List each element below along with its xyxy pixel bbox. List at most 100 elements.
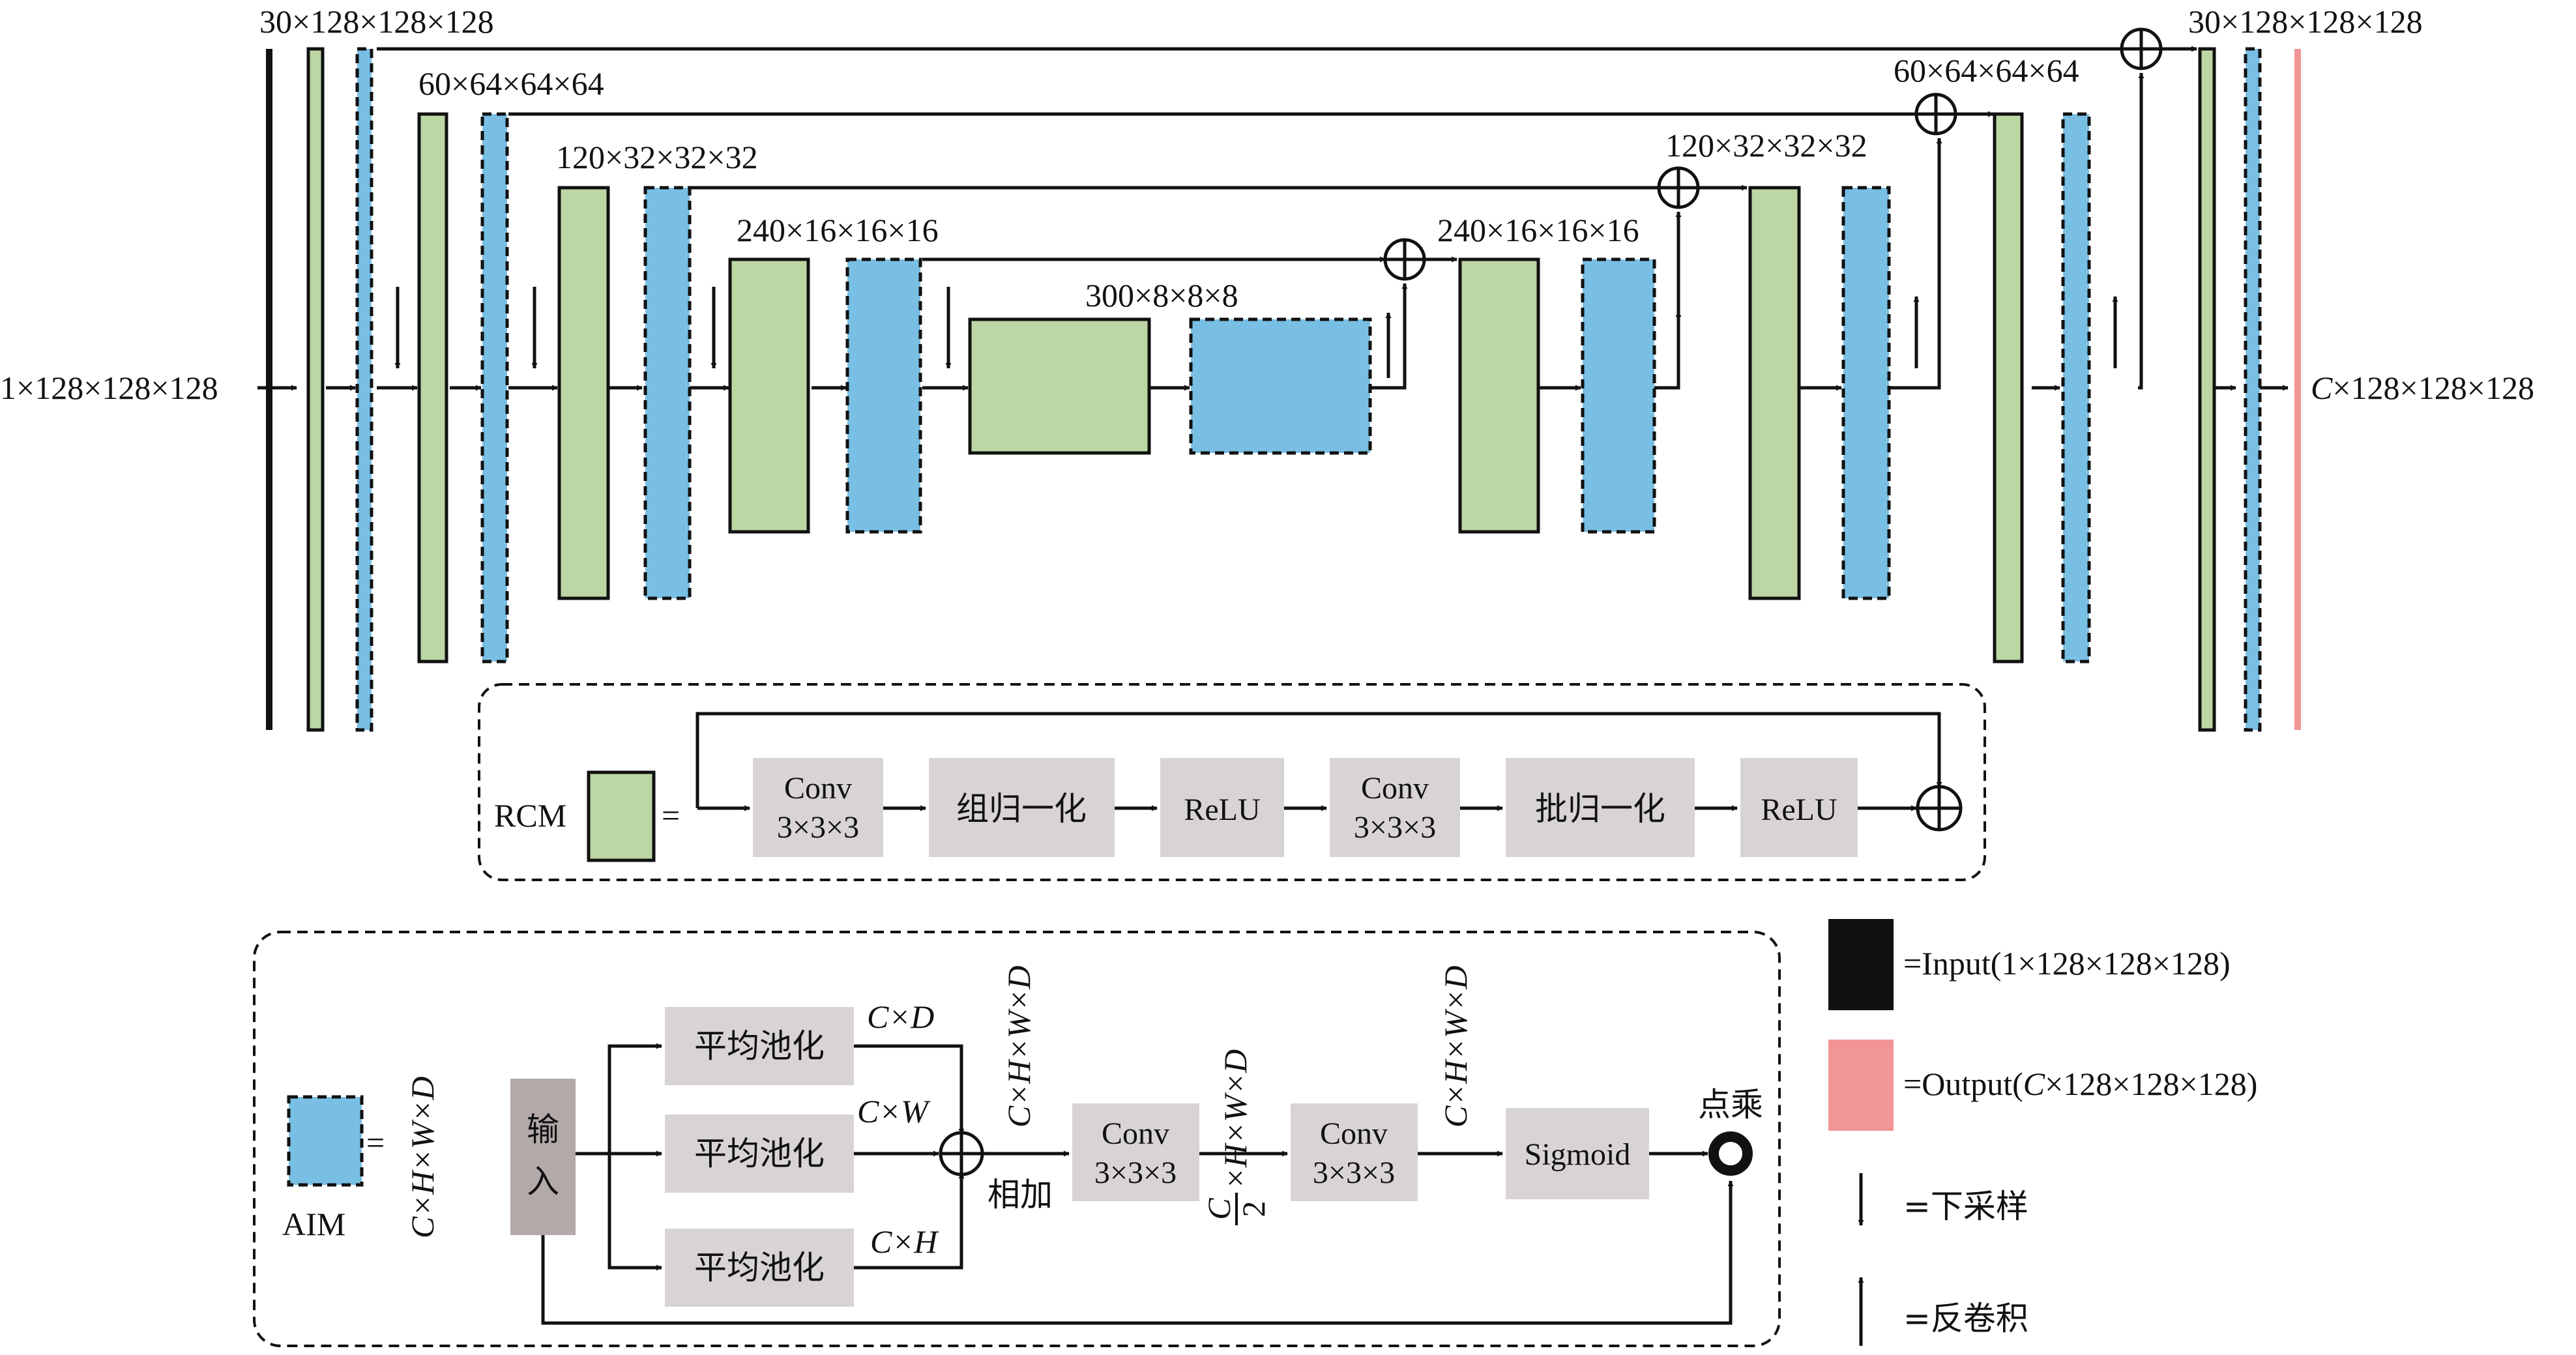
dec1-rcm [2198,47,2216,732]
dec3-aim [1841,186,1891,600]
aim-pool-3-label: 平均池化 [694,1249,825,1287]
rcm-step-conv2-line2: 3×3×3 [1354,810,1436,845]
aim-pool-out-3: C×H [870,1223,939,1260]
input-dim-label: 1×128×128×128 [0,370,218,406]
dec2-rcm [1993,112,2024,663]
rcm-step-conv2 [1330,758,1460,857]
aim-input-box [510,1079,576,1235]
aim-mid-dim-label: C 2 ×H×W×D [1201,1049,1272,1225]
aim-mid-dim-rest: ×H×W×D [1217,1049,1253,1189]
rcm-step-relu2 [1740,758,1858,857]
plus-circle-icon [1383,238,1426,281]
aim-conv-2-line1: Conv [1320,1116,1388,1151]
enc1-aim [355,47,373,732]
dec4-aim [1581,257,1656,534]
aim-input-label-1: 输 [527,1111,559,1148]
upsample-arrows [1385,296,2118,378]
aim-mid-dim-den: 2 [1235,1201,1272,1217]
dec1-aim [2244,47,2262,732]
enc2-aim [480,112,509,663]
input-bar [266,49,272,730]
aim-legend-swatch [287,1095,364,1187]
aim-dim-after-conv2: C×H×W×D [1437,966,1474,1128]
enc2-dim-label: 60×64×64×64 [418,65,604,102]
downsample-arrows [394,287,952,369]
dec3-rcm [1748,186,1801,600]
enc1-dim-label: 30×128×128×128 [259,3,494,40]
legend-down-text: =下采样 [1903,1187,2028,1225]
rcm-step-groupnorm-label: 组归一化 [956,790,1087,828]
rcm-step-groupnorm [929,758,1115,857]
aim-conv-1-line1: Conv [1102,1116,1169,1151]
enc3-aim [643,186,692,600]
legend-output-swatch [1828,1040,1894,1131]
aim-dim-label: C×H×W×D [404,1077,441,1238]
aim-pool-1 [665,1007,854,1085]
bottleneck-rcm [968,317,1151,455]
aim-frame [253,931,1781,1347]
aim-pool-3 [665,1229,854,1307]
rcm-step-relu2-label: ReLU [1761,793,1837,827]
plus-circle-icon [2120,27,2163,70]
aim-conv-1-line2: 3×3×3 [1094,1156,1177,1190]
rcm-name: RCM [494,797,566,834]
dec2-aim [2061,112,2091,663]
bottleneck-aim [1189,317,1372,455]
bottleneck-dim-label: 300×8×8×8 [1085,277,1238,313]
rcm-step-conv1-line1: Conv [784,771,852,806]
aim-panel: AIM = C×H×W×D 输 入 平均池化 平均池化 平均池化 C×D C×W… [253,931,1781,1347]
dec4-rcm [1458,257,1540,534]
legend-up-text: =反卷积 [1903,1300,2028,1337]
aim-input-label-2: 入 [527,1163,559,1201]
aim-sigmoid [1506,1108,1649,1199]
legend-input-text: =Input(1×128×128×128) [1903,945,2231,982]
aim-pool-2 [665,1115,854,1193]
aim-product-label: 点乘 [1698,1086,1763,1124]
rcm-step-relu1 [1160,758,1284,857]
rcm-legend-swatch [587,770,656,862]
aim-name: AIM [282,1206,345,1242]
aim-pool-2-label: 平均池化 [694,1135,825,1173]
dec3-dim-label: 120×32×32×32 [1665,127,1867,164]
aim-equals: = [366,1124,385,1161]
rcm-equals: = [662,797,680,834]
aim-conv-2 [1291,1103,1418,1201]
rcm-step-conv1 [753,758,883,857]
aim-dim-after-sum: C×H×W×D [1001,966,1037,1128]
dec2-dim-label: 60×64×64×64 [1894,52,2079,89]
output-bar [2294,49,2301,730]
enc1-rcm [306,47,325,732]
aim-pool-1-label: 平均池化 [694,1027,825,1065]
network-blocks [266,47,2301,732]
plus-circle-icon [1657,166,1700,209]
aim-conv-2-line2: 3×3×3 [1313,1156,1395,1190]
rcm-step-batchnorm [1506,758,1695,857]
enc2-rcm [417,112,448,663]
rcm-step-relu1-label: ReLU [1184,793,1260,827]
rcm-step-batchnorm-label: 批归一化 [1535,790,1665,828]
enc4-aim [845,257,922,534]
aim-sum-label: 相加 [988,1176,1053,1214]
plus-circle-icon [1914,93,1957,136]
skip-connections [377,46,2197,263]
legend-output-text: =Output(C×128×128×128) [1903,1066,2257,1102]
sum-symbols [1383,27,2163,281]
plus-circle-icon [939,1131,984,1176]
output-dim-label: C×128×128×128 [2311,370,2534,406]
rcm-step-conv2-line1: Conv [1361,771,1429,806]
aim-sigmoid-label: Sigmoid [1525,1137,1631,1172]
dec1-dim-label: 30×128×128×128 [2188,3,2423,40]
rcm-step-conv1-line2: 3×3×3 [777,810,859,845]
enc3-rcm [557,186,610,600]
aim-conv-1 [1072,1103,1199,1201]
enc3-dim-label: 120×32×32×32 [556,139,758,175]
legend: =Input(1×128×128×128) =Output(C×128×128×… [1828,919,2257,1346]
aim-mid-dim-num: C [1201,1198,1237,1220]
rcm-frame [478,683,1986,881]
aim-pool-out-1: C×D [867,998,934,1035]
plus-circle-icon [1916,785,1963,832]
legend-input-swatch [1828,919,1894,1010]
enc4-dim-label: 240×16×16×16 [737,212,939,248]
product-icon [1708,1131,1753,1176]
